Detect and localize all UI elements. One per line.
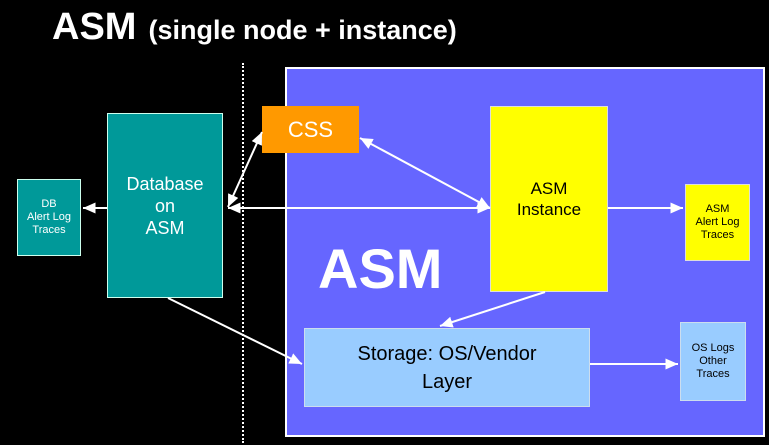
asm-traces-line: Alert Log bbox=[695, 216, 740, 228]
os-traces-line: OS Logs bbox=[691, 342, 735, 354]
storage-line: Layer bbox=[421, 370, 472, 393]
asm-region-label: ASM bbox=[318, 237, 443, 300]
os-traces-line: Other bbox=[699, 355, 727, 367]
db-traces-box: DB Alert Log Traces bbox=[17, 179, 81, 256]
title-main: ASM bbox=[52, 6, 137, 48]
title-sub: (single node + instance) bbox=[148, 15, 457, 45]
asm-instance-line: ASM bbox=[530, 179, 568, 198]
db-traces-line: Alert Log bbox=[26, 211, 72, 223]
css-box: CSS bbox=[262, 106, 359, 153]
database-line: ASM bbox=[145, 217, 185, 238]
arrow-css-asm-instance bbox=[359, 137, 491, 209]
database-line: on bbox=[154, 195, 176, 216]
asm-traces-box: ASM Alert Log Traces bbox=[685, 184, 750, 261]
arrow-database-css bbox=[227, 131, 263, 208]
storage-line: Storage: OS/Vendor bbox=[357, 342, 537, 365]
asm-traces-line: Traces bbox=[700, 229, 735, 241]
database-box: Database on ASM bbox=[107, 113, 223, 298]
slide-title: ASM (single node + instance) bbox=[52, 6, 457, 49]
asm-instance-box: ASM Instance bbox=[490, 106, 608, 292]
os-traces-line: Traces bbox=[696, 368, 730, 380]
arrow-asm-instance-to-storage bbox=[439, 291, 546, 328]
os-traces-box: OS Logs Other Traces bbox=[680, 322, 746, 401]
arrow-database-to-storage bbox=[167, 297, 303, 365]
dotted-divider bbox=[242, 63, 244, 443]
storage-box: Storage: OS/Vendor Layer bbox=[304, 328, 590, 407]
asm-traces-line: ASM bbox=[705, 203, 730, 215]
db-traces-line: Traces bbox=[32, 224, 66, 236]
database-line: Database bbox=[126, 173, 204, 194]
db-traces-line: DB bbox=[41, 198, 57, 210]
asm-instance-line: Instance bbox=[516, 200, 582, 219]
